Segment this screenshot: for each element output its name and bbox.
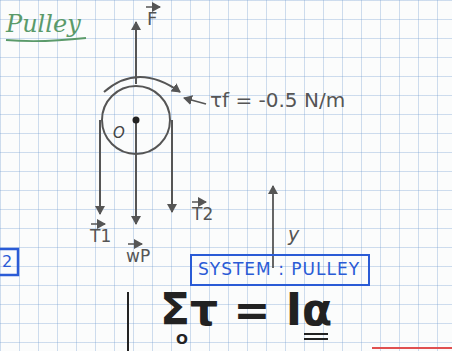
weight-label: wP bbox=[126, 248, 150, 265]
tension-label: T1 bbox=[90, 228, 111, 245]
system-label: SYSTEM : PULLEY bbox=[198, 261, 360, 278]
vector-underline bbox=[304, 333, 328, 335]
tension-arrow bbox=[99, 120, 101, 214]
torque-label: τf = -0.5 N/m bbox=[210, 90, 345, 110]
equation: Στ = Iα bbox=[160, 288, 332, 332]
vector-mark bbox=[91, 223, 105, 225]
margin-line bbox=[127, 292, 129, 351]
partial-box bbox=[0, 249, 18, 275]
pulley-outline bbox=[100, 84, 172, 156]
vector-mark bbox=[192, 201, 206, 203]
partial-box-label: 2 bbox=[2, 254, 12, 270]
page-line bbox=[372, 347, 452, 349]
axis-label: y bbox=[288, 225, 299, 244]
vector-mark bbox=[128, 243, 142, 245]
force-arrow bbox=[135, 22, 137, 84]
pointer-arrow bbox=[184, 98, 206, 104]
system-box: SYSTEM : PULLEY bbox=[190, 254, 370, 286]
weight-arrow bbox=[135, 122, 137, 224]
tension-label: T2 bbox=[192, 206, 213, 223]
vector-mark bbox=[146, 6, 160, 8]
subscript: O bbox=[176, 332, 188, 346]
title: Pulley bbox=[6, 12, 81, 36]
force-label: F bbox=[147, 10, 157, 28]
pulley-wheel: O bbox=[100, 84, 172, 156]
title-underline bbox=[6, 38, 86, 41]
pivot-label: O bbox=[113, 126, 125, 141]
rotation-arc bbox=[104, 77, 180, 92]
tension-arrow bbox=[171, 120, 173, 212]
vector-underline bbox=[304, 338, 328, 340]
